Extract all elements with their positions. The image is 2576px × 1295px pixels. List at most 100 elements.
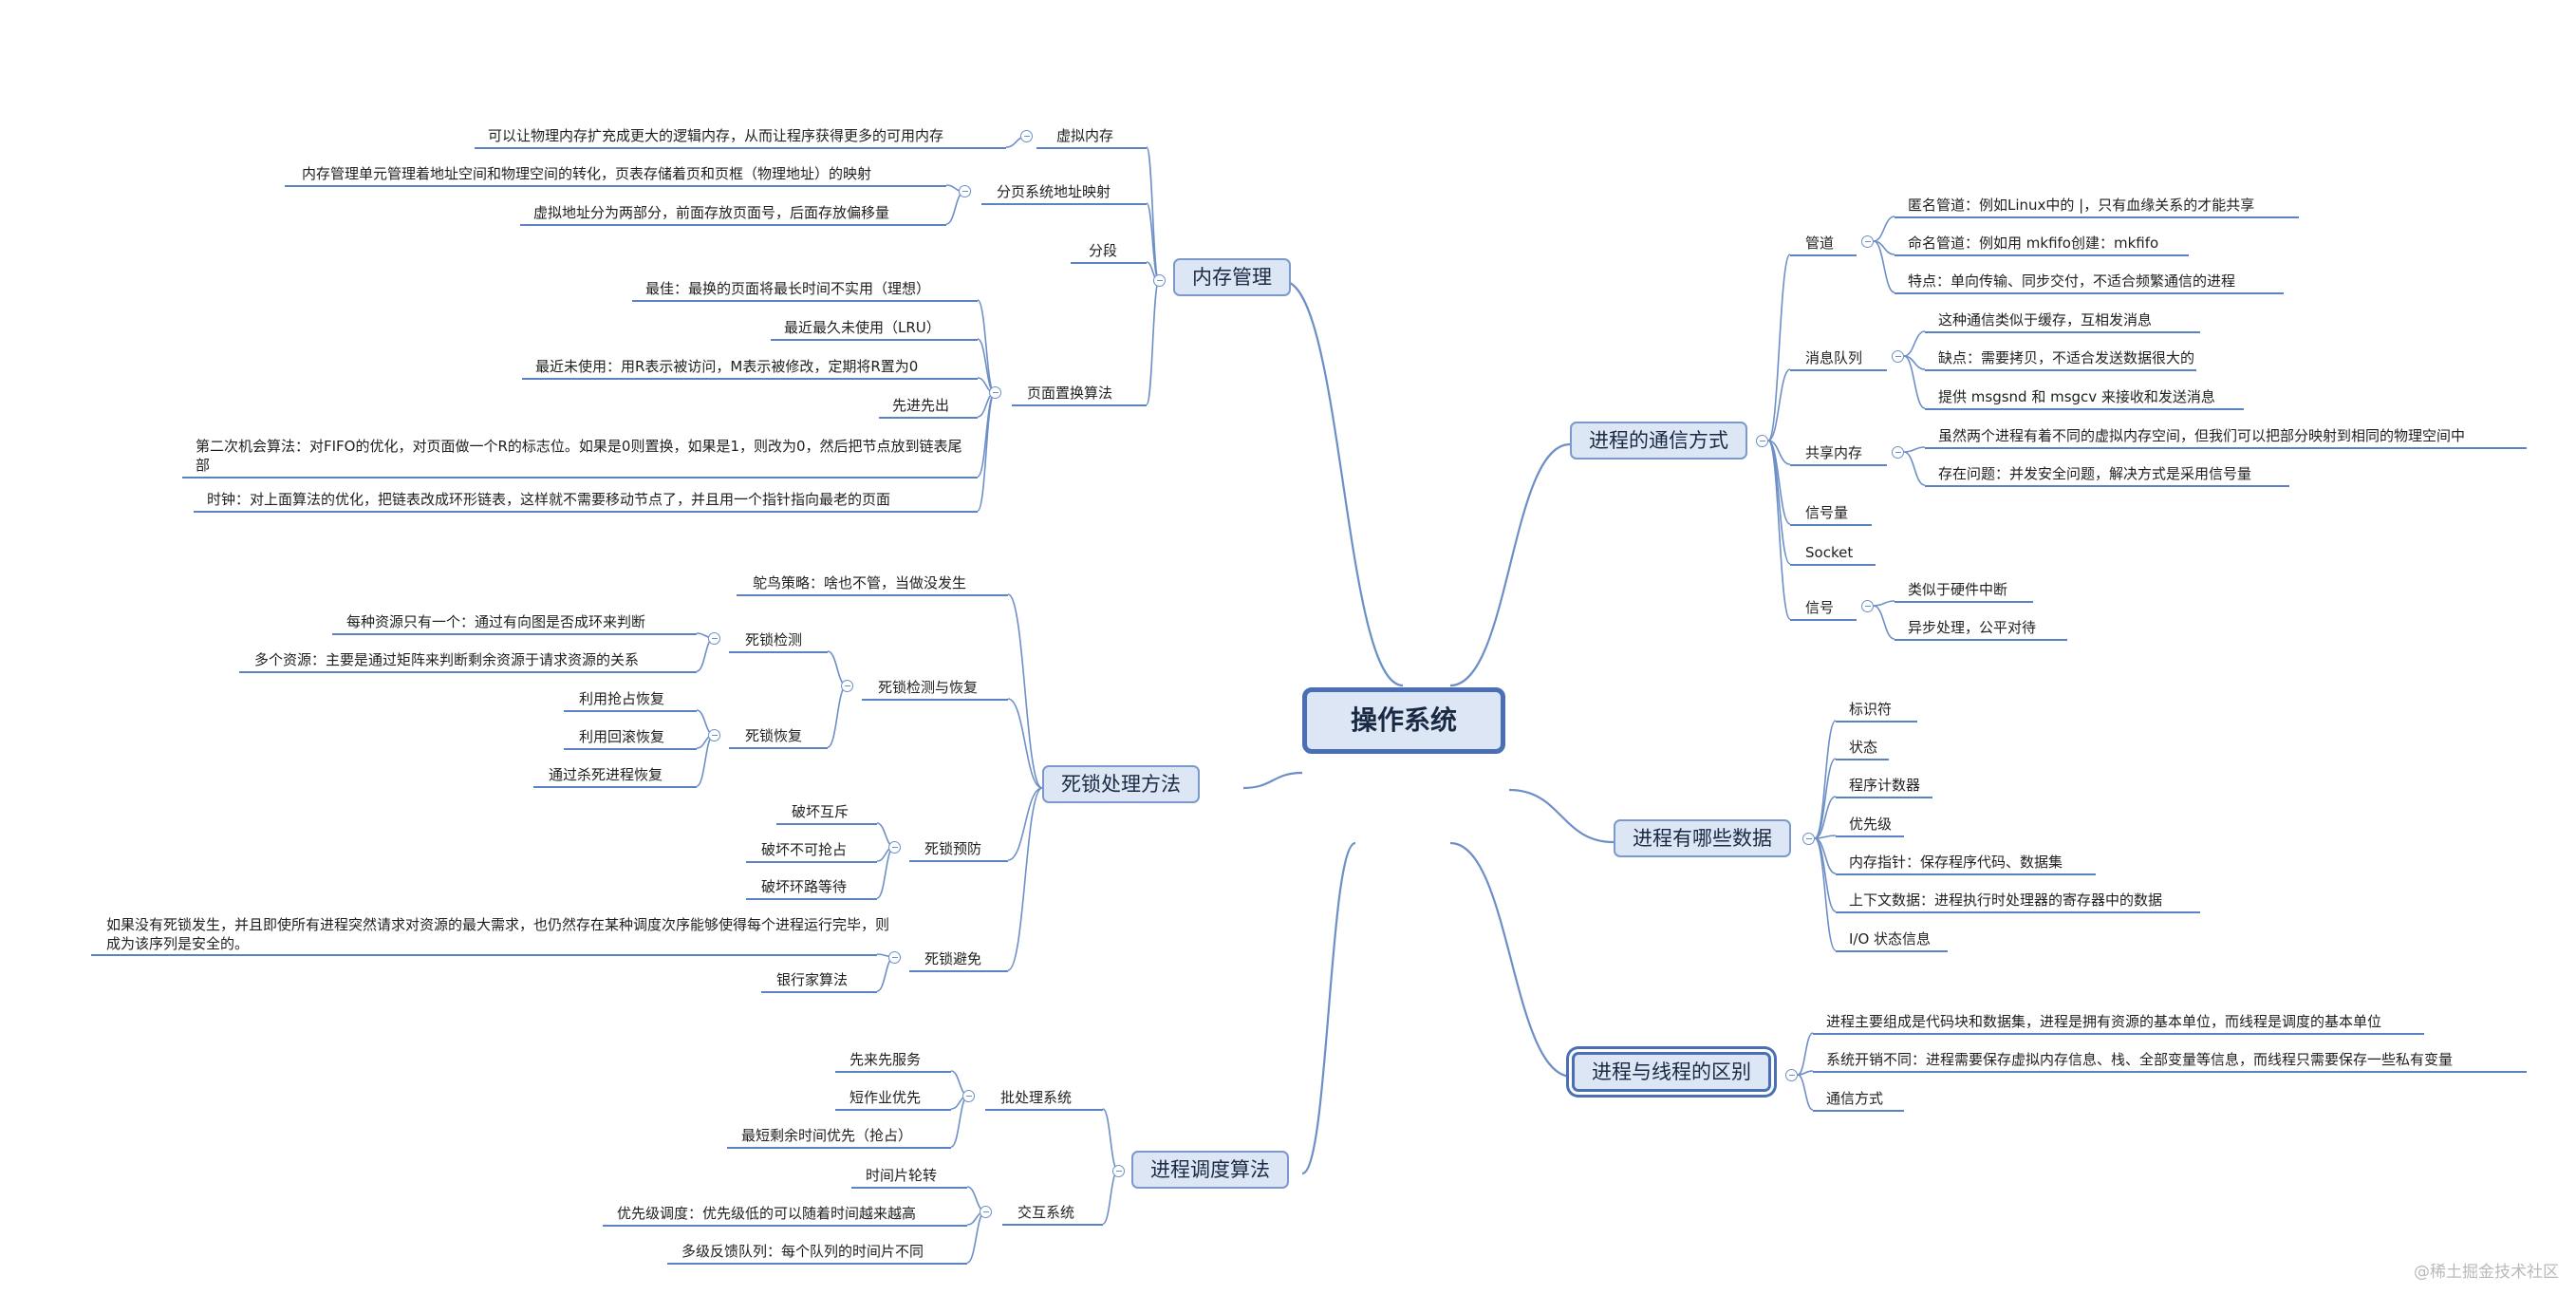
connector [1797, 1074, 1814, 1111]
collapse-icon[interactable] [888, 951, 901, 964]
leaf-replace-fifo[interactable]: 先进先出 [892, 397, 950, 414]
collapse-icon[interactable] [1153, 274, 1166, 287]
collapse-icon[interactable] [888, 841, 901, 854]
leaf-shm-problem[interactable]: 存在问题：并发安全问题，解决方式是采用信号量 [1938, 465, 2252, 482]
leaf-signal-interrupt[interactable]: 类似于硬件中断 [1908, 581, 2008, 598]
collapse-icon[interactable] [1892, 350, 1904, 363]
leaf-signal-async[interactable]: 异步处理，公平对待 [1908, 619, 2037, 636]
node-deadlock-prevent[interactable]: 死锁预防 [924, 840, 982, 857]
node-deadlock-recover[interactable]: 死锁恢复 [745, 727, 803, 744]
leaf-prevent-mutex[interactable]: 破坏互斥 [792, 803, 849, 820]
leaf-pipe-named[interactable]: 命名管道：例如用 mkfifo创建：mkfifo [1908, 235, 2159, 252]
collapse-icon[interactable] [1892, 446, 1904, 459]
leaf-pdata-mem-pointer[interactable]: 内存指针：保存程序代码、数据集 [1849, 854, 2063, 871]
leaf-recover-rollback[interactable]: 利用回滚恢复 [579, 728, 665, 745]
topic-process-scheduling[interactable]: 进程调度算法 [1131, 1151, 1289, 1189]
underline [1836, 873, 2096, 875]
topic-memory-management[interactable]: 内存管理 [1173, 258, 1291, 296]
leaf-mq-api[interactable]: 提供 msgsnd 和 msgcv 来接收和发送消息 [1938, 388, 2215, 405]
underline [1895, 601, 2033, 603]
node-batch-system[interactable]: 批处理系统 [1000, 1089, 1073, 1106]
leaf-shm-mapping[interactable]: 虽然两个进程有着不同的虚拟内存空间，但我们可以把部分映射到相同的物理空间中 [1938, 427, 2466, 444]
collapse-icon[interactable] [1785, 1069, 1798, 1081]
leaf-pipe-feature[interactable]: 特点：单向传输、同步交付，不适合频繁通信的进程 [1908, 272, 2236, 290]
node-deadlock-detect[interactable]: 死锁检测 [745, 631, 803, 648]
node-detect-recover[interactable]: 死锁检测与恢复 [878, 679, 979, 696]
collapse-icon[interactable] [1861, 235, 1874, 248]
connector [1767, 440, 1791, 620]
collapse-icon[interactable] [1861, 600, 1874, 612]
node-shared-memory[interactable]: 共享内存 [1805, 444, 1863, 461]
node-page-replacement[interactable]: 页面置换算法 [1027, 385, 1113, 402]
leaf-avoid-safe-state[interactable]: 如果没有死锁发生，并且即使所有进程突然请求对资源的最大需求，也仍然存在某种调度次… [106, 916, 890, 952]
leaf-prevent-nonpreempt[interactable]: 破坏不可抢占 [761, 841, 848, 858]
node-pipe[interactable]: 管道 [1805, 235, 1835, 252]
leaf-detect-multi[interactable]: 多个资源：主要是通过矩阵来判断剩余资源于请求资源的关系 [254, 651, 640, 668]
collapse-icon[interactable] [989, 386, 1001, 399]
leaf-prevent-circular[interactable]: 破坏环路等待 [761, 878, 848, 895]
leaf-replace-nru[interactable]: 最近未使用：用R表示被访问，M表示被修改，定期将R置为0 [535, 358, 919, 375]
collapse-icon[interactable] [980, 1206, 992, 1218]
leaf-batch-sjf[interactable]: 短作业优先 [849, 1089, 922, 1106]
leaf-virtual-memory-desc[interactable]: 可以让物理内存扩充成更大的逻辑内存，从而让程序获得更多的可用内存 [488, 127, 944, 144]
node-virtual-memory[interactable]: 虚拟内存 [1056, 127, 1114, 144]
topic-ipc-methods[interactable]: 进程的通信方式 [1570, 422, 1747, 460]
leaf-mq-copy[interactable]: 缺点：需要拷贝，不适合发送数据很大的 [1938, 349, 2195, 366]
topic-process-data[interactable]: 进程有哪些数据 [1614, 819, 1791, 857]
leaf-pdata-state[interactable]: 状态 [1849, 739, 1878, 756]
node-segmentation[interactable]: 分段 [1089, 242, 1118, 259]
root-topic[interactable]: 操作系统 [1302, 687, 1506, 754]
node-deadlock-avoid[interactable]: 死锁避免 [924, 950, 982, 967]
leaf-replace-second-chance[interactable]: 第二次机会算法：对FIFO的优化，对页面做一个R的标志位。如果是0则置换，如果是… [196, 438, 962, 474]
leaf-pdata-pc[interactable]: 程序计数器 [1849, 777, 1921, 794]
leaf-interactive-rr[interactable]: 时间片轮转 [866, 1167, 938, 1184]
leaf-recover-preempt[interactable]: 利用抢占恢复 [579, 690, 665, 707]
node-semaphore[interactable]: 信号量 [1805, 504, 1849, 521]
leaf-paging-2[interactable]: 虚拟地址分为两部分，前面存放页面号，后面存放偏移量 [533, 204, 890, 221]
underline [533, 786, 697, 788]
leaf-batch-srt[interactable]: 最短剩余时间优先（抢占） [741, 1127, 913, 1144]
connector [1301, 841, 1356, 1175]
node-paging-mapping[interactable]: 分页系统地址映射 [997, 183, 1111, 200]
leaf-batch-fcfs[interactable]: 先来先服务 [849, 1051, 922, 1068]
leaf-diff-resource[interactable]: 进程主要组成是代码块和数据集，进程是拥有资源的基本单位，而线程是调度的基本单位 [1826, 1013, 2382, 1030]
leaf-recover-kill[interactable]: 通过杀死进程恢复 [549, 766, 663, 783]
leaf-avoid-banker[interactable]: 银行家算法 [776, 971, 849, 988]
leaf-interactive-priority[interactable]: 优先级调度：优先级低的可以随着时间越来越高 [617, 1205, 917, 1222]
leaf-pdata-io[interactable]: I/O 状态信息 [1849, 930, 1932, 948]
leaf-pdata-priority[interactable]: 优先级 [1849, 816, 1893, 833]
collapse-icon[interactable] [1020, 130, 1033, 142]
node-socket[interactable]: Socket [1805, 544, 1854, 561]
leaf-interactive-mlfq[interactable]: 多级反馈队列：每个队列的时间片不同 [681, 1243, 924, 1260]
leaf-pdata-id[interactable]: 标识符 [1849, 701, 1893, 718]
leaf-diff-overhead[interactable]: 系统开销不同：进程需要保存虚拟内存信息、栈、全部变量等信息，而线程只需要保存一些… [1826, 1051, 2454, 1068]
leaf-paging-1[interactable]: 内存管理单元管理着地址空间和物理空间的转化，页表存储着页和页框（物理地址）的映射 [302, 165, 872, 182]
node-interactive-system[interactable]: 交互系统 [1017, 1204, 1075, 1221]
leaf-pdata-context[interactable]: 上下文数据：进程执行时处理器的寄存器中的数据 [1849, 891, 2163, 909]
connector [1903, 330, 1926, 357]
collapse-icon[interactable] [841, 680, 853, 692]
collapse-icon[interactable] [1756, 435, 1768, 447]
leaf-ostrich-strategy[interactable]: 鸵鸟策略：啥也不管，当做没发生 [753, 574, 967, 591]
topic-process-vs-thread[interactable]: 进程与线程的区别 [1572, 1052, 1771, 1092]
leaf-mq-cache[interactable]: 这种通信类似于缓存，互相发消息 [1938, 311, 2153, 328]
leaf-pipe-anonymous[interactable]: 匿名管道：例如Linux中的 |，只有血缘关系的才能共享 [1908, 197, 2255, 214]
leaf-detect-single[interactable]: 每种资源只有一个：通过有向图是否成环来判断 [346, 613, 646, 630]
leaf-diff-communication[interactable]: 通信方式 [1826, 1090, 1884, 1107]
collapse-icon[interactable] [1112, 1165, 1125, 1177]
collapse-icon[interactable] [959, 185, 971, 197]
connector [1767, 368, 1791, 441]
collapse-icon[interactable] [1802, 833, 1815, 845]
collapse-icon[interactable] [708, 729, 720, 741]
underline [239, 671, 697, 673]
node-message-queue[interactable]: 消息队列 [1805, 349, 1863, 366]
leaf-replace-clock[interactable]: 时钟：对上面算法的优化，把链表改成环形链表，这样就不需要移动节点了，并且用一个指… [207, 491, 891, 508]
node-signal[interactable]: 信号 [1805, 599, 1835, 616]
collapse-icon[interactable] [962, 1090, 975, 1102]
leaf-replace-optimal[interactable]: 最佳：最换的页面将最长时间不实用（理想） [645, 280, 931, 297]
topic-deadlock-handling[interactable]: 死锁处理方法 [1042, 765, 1200, 803]
leaf-replace-lru[interactable]: 最近最久未使用（LRU） [784, 319, 941, 336]
underline [1895, 292, 2284, 294]
underline [909, 860, 1008, 862]
collapse-icon[interactable] [708, 632, 720, 645]
